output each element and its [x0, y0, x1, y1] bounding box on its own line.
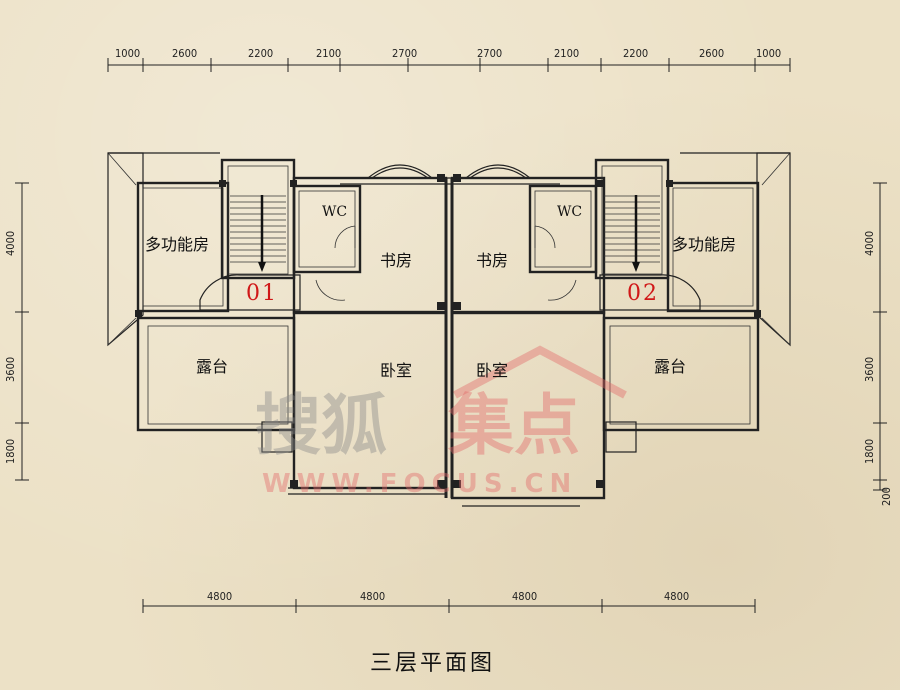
top-dimension-line [107, 58, 791, 72]
dim-left-1: 3600 [4, 357, 17, 382]
plan-title: 三层平面图 [370, 651, 495, 676]
building-walls [107, 152, 791, 507]
dim-right-0: 4000 [863, 231, 876, 256]
left-dimension-line [15, 182, 29, 481]
dim-right-1: 3600 [863, 357, 876, 382]
dim-bottom-0: 4800 [207, 590, 232, 603]
dim-bottom-1: 4800 [360, 590, 385, 603]
room-labels: 多功能房 多功能房 WC WC 书房 书房 卧室 卧室 露台 露台 [145, 204, 736, 380]
room-multi-right: 多功能房 [672, 235, 736, 254]
dim-bottom-2: 4800 [512, 590, 537, 603]
dim-top-8: 2600 [699, 47, 724, 60]
bottom-dimension-line [142, 599, 756, 613]
dim-top-9: 1000 [756, 47, 781, 60]
dim-top-7: 2200 [623, 47, 648, 60]
dim-top-2: 2200 [248, 47, 273, 60]
dim-top-4: 2700 [392, 47, 417, 60]
bottom-dimension-labels: 4800 4800 4800 4800 [207, 590, 689, 603]
room-bedroom-left: 卧室 [380, 361, 412, 380]
room-multi-left: 多功能房 [145, 235, 209, 254]
dim-right-2: 1800 [863, 439, 876, 464]
watermark-house-icon [453, 345, 627, 399]
unit-number-right: 02 [627, 281, 659, 306]
watermark-text-sohu: 搜狐 [255, 387, 387, 464]
left-dimension-labels: 4000 3600 1800 [4, 231, 17, 464]
dim-top-1: 2600 [172, 47, 197, 60]
right-dimension-labels: 4000 3600 1800 200 [863, 231, 893, 506]
dim-top-6: 2100 [554, 47, 579, 60]
dim-bottom-3: 4800 [664, 590, 689, 603]
room-wc-left: WC [322, 204, 347, 220]
room-terrace-left: 露台 [196, 357, 228, 376]
watermark-url: WWW.FOCUS.CN [262, 469, 577, 499]
room-bedroom-right: 卧室 [476, 361, 508, 380]
room-study-left: 书房 [380, 251, 412, 270]
right-dimension-line [873, 182, 887, 491]
dim-top-5: 2700 [477, 47, 502, 60]
watermark-text-jidian: 集点 [447, 387, 580, 464]
dim-right-3: 200 [880, 487, 893, 506]
room-terrace-right: 露台 [654, 357, 686, 376]
unit-number-left: 01 [246, 281, 278, 306]
dim-left-0: 4000 [4, 231, 17, 256]
room-wc-right: WC [557, 204, 582, 220]
top-dimension-labels: 1000 2600 2200 2100 2700 2700 2100 2200 … [115, 47, 781, 60]
dim-top-3: 2100 [316, 47, 341, 60]
dim-top-0: 1000 [115, 47, 140, 60]
dim-left-2: 1800 [4, 439, 17, 464]
room-study-right: 书房 [476, 251, 508, 270]
watermark: 搜狐 集点 WWW.FOCUS.CN [255, 345, 627, 499]
